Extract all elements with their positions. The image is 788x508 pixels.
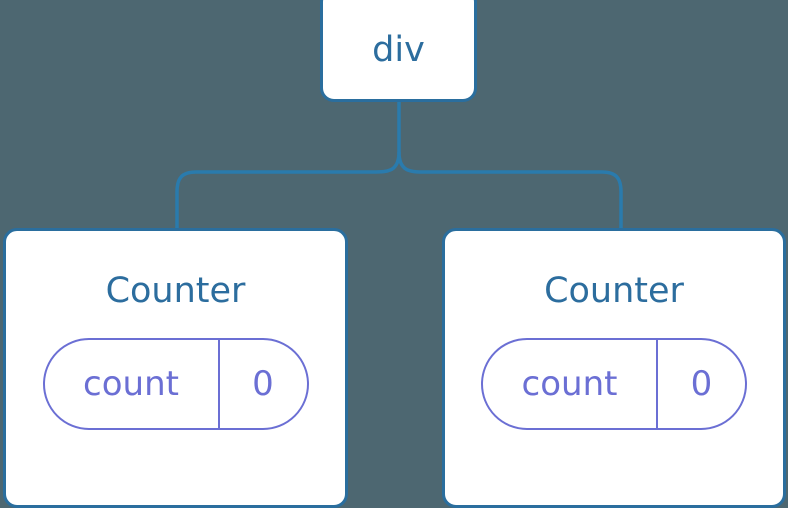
node-counter-left-title: Counter [105, 271, 246, 311]
state-pill-left-key: count [45, 340, 220, 428]
node-counter-left[interactable]: Counter count 0 [3, 228, 348, 508]
edge-root-to-counter-left [175, 151, 401, 231]
node-div[interactable]: div [320, 0, 477, 102]
state-pill-right-key: count [483, 340, 658, 428]
diagram-canvas: div Counter count 0 Counter count 0 [3, 0, 786, 508]
edge-root-to-counter-right [397, 151, 623, 231]
node-counter-right[interactable]: Counter count 0 [442, 228, 786, 508]
connector-edges [175, 100, 623, 231]
state-pill-left[interactable]: count 0 [42, 338, 309, 430]
state-pill-right-value: 0 [690, 364, 713, 404]
state-pill-left-value: 0 [252, 364, 274, 404]
node-counter-right-title: Counter [544, 271, 684, 311]
state-pill-right[interactable]: count 0 [481, 338, 747, 430]
node-div-label: div [372, 29, 425, 70]
